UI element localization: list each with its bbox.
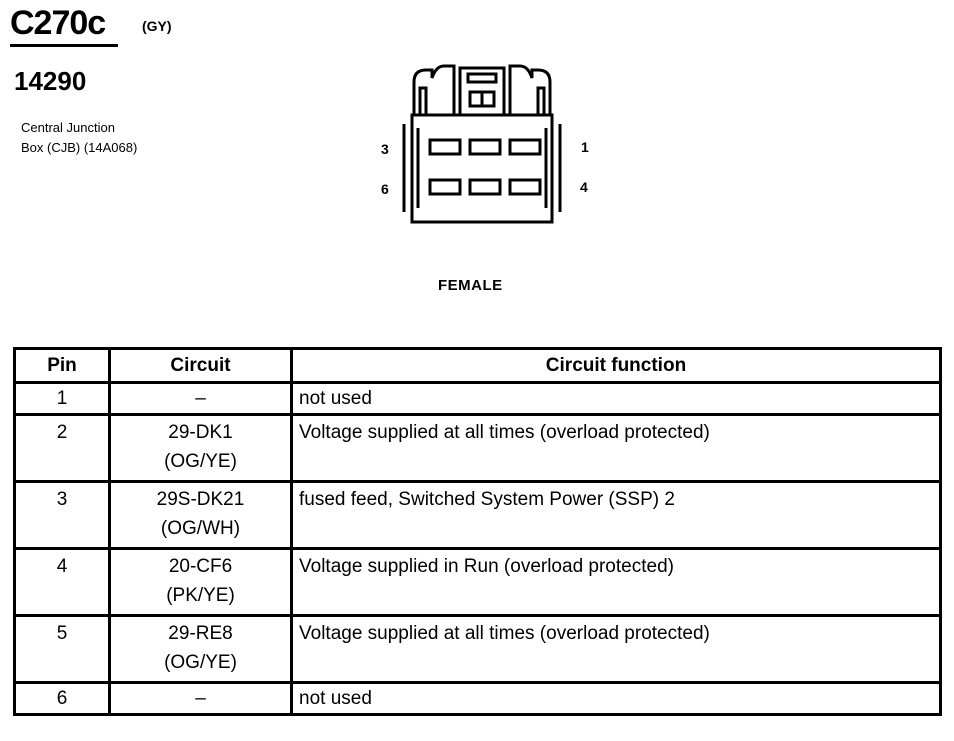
table-row: 3 29S-DK21 (OG/WH) fused feed, Switched … — [13, 480, 942, 550]
connector-gender: FEMALE — [438, 277, 503, 294]
part-number: 14290 — [14, 66, 87, 96]
circuit-cell: 29-DK1 (OG/YE) — [108, 413, 293, 483]
header-circuit: Circuit — [108, 347, 293, 384]
circuit-number: 29S-DK21 — [156, 489, 245, 510]
pin-label-4: 4 — [580, 179, 588, 195]
function-cell: Voltage supplied at all times (overload … — [290, 614, 942, 684]
pin-cell: 5 — [13, 614, 111, 684]
cavity-5 — [468, 178, 502, 196]
function-cell: not used — [290, 681, 942, 716]
cavity-4 — [508, 178, 542, 196]
circuit-cell: 29S-DK21 (OG/WH) — [108, 480, 293, 550]
pin-cell: 3 — [13, 480, 111, 550]
table-row: 2 29-DK1 (OG/YE) Voltage supplied at all… — [13, 413, 942, 483]
function-cell: fused feed, Switched System Power (SSP) … — [290, 480, 942, 550]
cavity-6 — [428, 178, 462, 196]
component-description: Central Junction Box (CJB) (14A068) — [21, 118, 137, 158]
pin-cell: 1 — [13, 381, 111, 416]
header-circuit-function: Circuit function — [290, 347, 942, 384]
wire-color: (PK/YE) — [166, 585, 235, 606]
pin-cell: 4 — [13, 547, 111, 617]
function-cell: not used — [290, 381, 942, 416]
table-header-row: Pin Circuit Circuit function — [13, 347, 942, 384]
connector-id-underline — [10, 44, 118, 47]
connector-latch — [412, 64, 456, 115]
table-row: 6 – not used — [13, 681, 942, 716]
wire-color: (OG/WH) — [160, 518, 241, 539]
function-cell: Voltage supplied at all times (overload … — [290, 413, 942, 483]
component-line-1: Central Junction — [21, 120, 115, 135]
circuit-number: 29-RE8 — [168, 623, 233, 644]
pin-cell: 6 — [13, 681, 111, 716]
circuit-number: 20-CF6 — [168, 556, 233, 577]
pin-label-6: 6 — [381, 181, 389, 197]
table-row: 1 – not used — [13, 381, 942, 416]
wire-color: (OG/YE) — [164, 451, 237, 472]
wire-color: (OG/YE) — [164, 652, 237, 673]
connector-id: C270c — [10, 4, 106, 42]
cavity-3 — [428, 138, 462, 156]
connector-body — [410, 113, 554, 224]
pinout-table: Pin Circuit Circuit function 1 – not use… — [13, 347, 942, 716]
pin-label-1: 1 — [581, 139, 589, 155]
table-row: 4 20-CF6 (PK/YE) Voltage supplied in Run… — [13, 547, 942, 617]
table-row: 5 29-RE8 (OG/YE) Voltage supplied at all… — [13, 614, 942, 684]
connector-face-diagram — [402, 64, 562, 224]
connector-color: (GY) — [142, 18, 172, 34]
cavity-1 — [508, 138, 542, 156]
component-line-2: Box (CJB) (14A068) — [21, 140, 138, 155]
circuit-number: 29-DK1 — [168, 422, 233, 443]
circuit-cell: – — [108, 381, 293, 416]
pin-cell: 2 — [13, 413, 111, 483]
header-pin: Pin — [13, 347, 111, 384]
circuit-cell: 29-RE8 (OG/YE) — [108, 614, 293, 684]
circuit-cell: – — [108, 681, 293, 716]
circuit-cell: 20-CF6 (PK/YE) — [108, 547, 293, 617]
pin-label-3: 3 — [381, 141, 389, 157]
function-cell: Voltage supplied in Run (overload protec… — [290, 547, 942, 617]
cavity-2 — [468, 138, 502, 156]
